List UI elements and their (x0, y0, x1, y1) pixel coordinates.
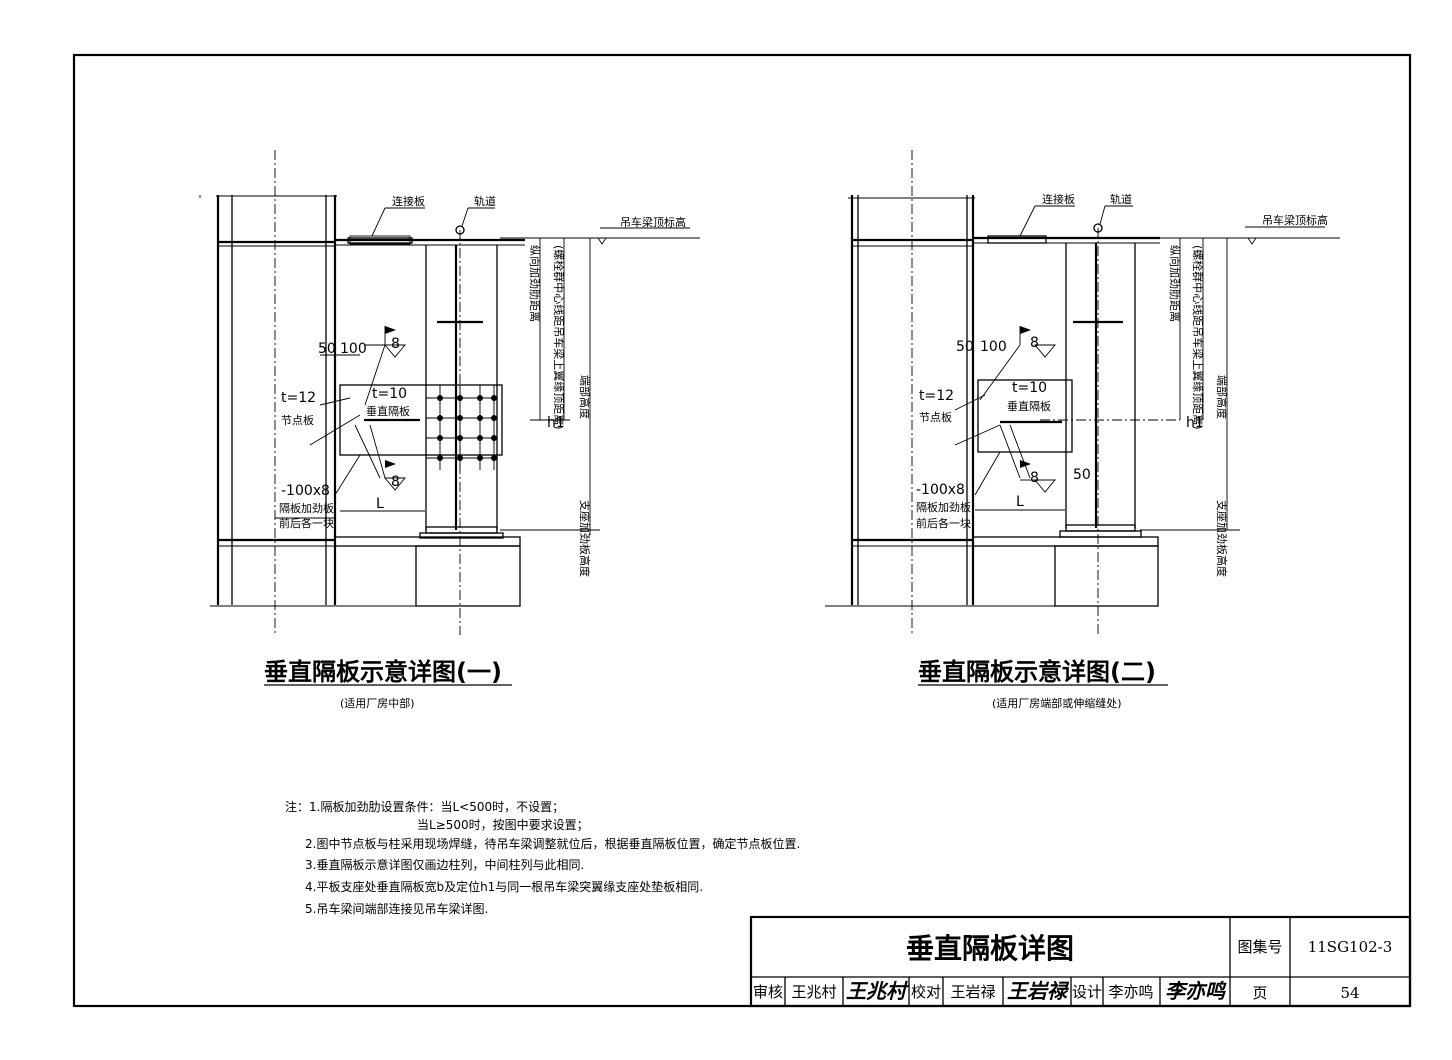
note-1a: 注：1.隔板加劲肋设置条件：当L<500时，不设置； (285, 799, 564, 814)
review-label: 审核 (753, 983, 783, 1001)
d1-stiff-note1: 隔板加劲板 (279, 501, 334, 515)
d1-vdim2: (螺栓群中心线距吊车梁上翼缘顶距离) (552, 245, 566, 430)
d2-caption: 垂直隔板示意详图(二) (918, 658, 1156, 686)
d1-stiff-size: -100x8 (281, 483, 330, 499)
d1-vdim3: 端部高度 (578, 375, 592, 419)
d1-weld-8b: 8 (391, 474, 400, 490)
d2-dim-L: L (1016, 494, 1024, 510)
design-label: 设计 (1072, 983, 1102, 1001)
drawing-title: 垂直隔板详图 (906, 932, 1074, 965)
d1-vdim1: 纵向加劲肋距离 (528, 245, 542, 322)
d1-top-elev-label: 吊车梁顶标高 (620, 215, 686, 229)
check-name: 王岩禄 (950, 983, 995, 1001)
d1-vdim4: 支座加劲板高度 (578, 500, 592, 577)
d1-caption: 垂直隔板示意详图(一) (264, 658, 502, 686)
review-name: 王兆村 (791, 983, 836, 1001)
review-signature: 王兆村 (846, 979, 909, 1003)
atlas-no: 11SG102-3 (1308, 938, 1393, 956)
sheet-border (72, 53, 1412, 1008)
d1-rail-label: 轨道 (474, 194, 496, 208)
design-name: 李亦鸣 (1108, 983, 1153, 1001)
d2-t12: t=12 (919, 388, 954, 404)
d2-vdim2: (螺栓群中心线距吊车梁上翼缘顶距离) (1191, 245, 1205, 430)
design-signature: 李亦鸣 (1165, 979, 1227, 1003)
check-label: 校对 (911, 983, 941, 1001)
d1-t10: t=10 (372, 386, 407, 402)
d1-t12: t=12 (281, 390, 316, 406)
d2-t10: t=10 (1012, 380, 1047, 396)
title-block (749, 915, 1412, 1008)
d2-stiff-size: -100x8 (916, 482, 965, 498)
d2-h1: h1 (1186, 415, 1204, 431)
d1-sub-caption: (适用厂房中部) (340, 696, 415, 710)
d1-gusset: 节点板 (281, 413, 314, 427)
page-no: 54 (1340, 984, 1359, 1002)
d1-vert-diaphragm: 垂直隔板 (366, 404, 410, 418)
d2-rail-label: 轨道 (1110, 192, 1132, 206)
d2-vdim3: 端部高度 (1215, 375, 1229, 419)
note-3: 3.垂直隔板示意详图仅画边柱列，中间柱列与此相同. (305, 857, 584, 872)
d1-dim-L: L (376, 496, 384, 512)
d1-stiff-note2: 前后各一块 (279, 516, 334, 530)
note-2: 2.图中节点板与柱采用现场焊缝，待吊车梁调整就位后，根据垂直隔板位置，确定节点板… (305, 836, 800, 851)
d1-weld-8a: 8 (391, 336, 400, 352)
d1-connect-plate-label: 连接板 (392, 194, 425, 208)
d2-vdim4: 支座加劲板高度 (1215, 500, 1229, 577)
note-1b: 当L≥500时，按图中要求设置； (417, 817, 589, 832)
page-label: 页 (1252, 984, 1267, 1002)
d2-dim-50b: 50 (1073, 467, 1091, 483)
check-signature: 王岩禄 (1007, 979, 1070, 1003)
detail-1 (199, 150, 700, 686)
d2-dim-50: 50 (956, 339, 974, 355)
d1-dim-100: 100 (340, 341, 367, 357)
note-5: 5.吊车梁间端部连接见吊车梁详图. (305, 901, 488, 916)
d2-dim-100: 100 (980, 339, 1007, 355)
d2-top-elev-label: 吊车梁顶标高 (1262, 213, 1328, 227)
atlas-no-label: 图集号 (1237, 938, 1282, 956)
d1-h1: h1 (547, 415, 565, 431)
d1-dim-50: 50 (318, 341, 336, 357)
d2-stiff-note1: 隔板加劲板 (916, 500, 971, 514)
d2-sub-caption: (适用厂房端部或伸缩缝处) (992, 696, 1122, 710)
d2-gusset: 节点板 (919, 410, 952, 424)
d2-vdim1: 纵向加劲肋距离 (1168, 245, 1182, 322)
d2-stiff-note2: 前后各一块 (916, 516, 971, 530)
d2-vert-diaphragm: 垂直隔板 (1007, 399, 1051, 413)
d2-weld-8b: 8 (1030, 470, 1039, 486)
d2-weld-8a: 8 (1030, 335, 1039, 351)
detail-2 (825, 150, 1340, 686)
note-4: 4.平板支座处垂直隔板宽b及定位h1与同一根吊车梁突翼缘支座处垫板相同. (305, 879, 703, 894)
d2-connect-plate-label: 连接板 (1042, 192, 1075, 206)
